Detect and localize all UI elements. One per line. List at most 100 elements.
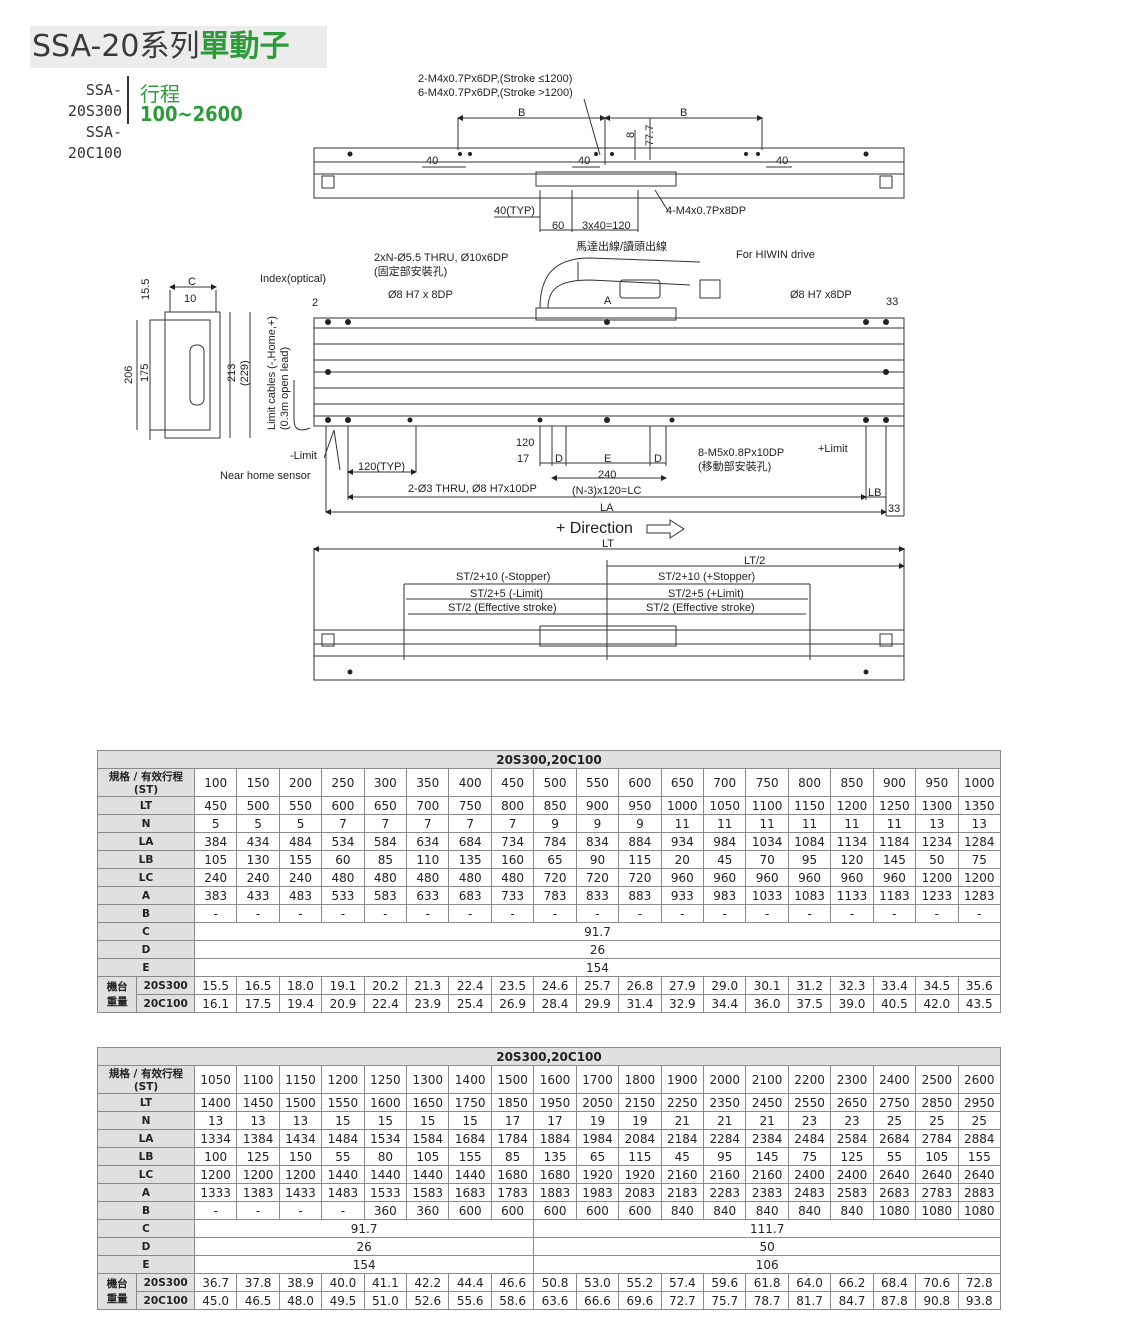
weight-value: 75.7 [703, 1291, 747, 1310]
cell-value: 600 [575, 1201, 620, 1220]
cell-value: 960 [830, 868, 874, 887]
row-label: E [97, 1255, 195, 1274]
cell-value: 600 [448, 1201, 492, 1220]
weight-value: 20.9 [321, 994, 365, 1013]
cell-value: 135 [533, 1147, 577, 1166]
cell-value: 1440 [406, 1165, 450, 1184]
cell-value: 934 [660, 832, 705, 851]
cell-value: 1233 [915, 886, 959, 905]
cell-value: 1784 [490, 1129, 535, 1148]
row-label: E [97, 958, 195, 977]
cell-value: 145 [745, 1147, 789, 1166]
cell-value: 633 [406, 886, 450, 905]
weight-value: 19.4 [278, 994, 323, 1013]
cell-value: 155 [278, 850, 323, 869]
row-label: A [97, 1183, 195, 1202]
table-caption: 20S300,20C100 [97, 1047, 1001, 1066]
dim-b-left: B [518, 107, 525, 119]
dim-b-right: B [680, 107, 687, 119]
cell-value: 15 [448, 1111, 492, 1130]
cell-value: 480 [448, 868, 492, 887]
cell-value: 1200 [915, 868, 959, 887]
minus-limit: -Limit [290, 450, 317, 462]
weight-value: 66.2 [830, 1273, 874, 1292]
cell-value: 90 [575, 850, 620, 869]
page-title: SSA-20系列單動子 [30, 26, 327, 68]
cell-value: 1483 [321, 1183, 365, 1202]
weight-value: 48.0 [278, 1291, 323, 1310]
row-label: A [97, 886, 195, 905]
dim-120-typ: 120(TYP) [358, 461, 405, 473]
merged-cell-value: 91.7 [193, 922, 1002, 941]
weight-value: 59.6 [703, 1273, 747, 1292]
weight-value: 37.8 [236, 1273, 280, 1292]
weight-value: 22.4 [363, 994, 408, 1013]
cell-value: - [193, 1201, 238, 1220]
cell-value: 450 [193, 796, 238, 815]
weight-value: 72.7 [660, 1291, 705, 1310]
cell-value: 1150 [787, 796, 832, 815]
cell-value: 5 [278, 814, 323, 833]
cell-value: 1200 [193, 1165, 238, 1184]
weight-value: 23.9 [406, 994, 450, 1013]
cell-value: 21 [745, 1111, 789, 1130]
cell-value: 434 [236, 832, 280, 851]
st-value: 900 [872, 768, 917, 797]
cell-value: 1680 [490, 1165, 535, 1184]
cell-value: - [363, 904, 408, 923]
n3-lc-note: (N-3)x120=LC [572, 485, 641, 497]
cell-value: 23 [787, 1111, 832, 1130]
st-value: 750 [745, 768, 789, 797]
weight-value: 45.0 [193, 1291, 238, 1310]
cell-value: 650 [363, 796, 408, 815]
cell-value: 480 [321, 868, 365, 887]
weight-value: 17.5 [236, 994, 280, 1013]
cell-value: 1680 [533, 1165, 577, 1184]
model-list: SSA-20S300 SSA-20C100 [36, 80, 122, 164]
cell-value: 1000 [660, 796, 705, 815]
dim-10: 10 [184, 293, 196, 305]
weight-value: 38.9 [278, 1273, 323, 1292]
cell-value: 1950 [533, 1093, 577, 1112]
cell-value: 55 [321, 1147, 365, 1166]
weight-value: 66.6 [575, 1291, 620, 1310]
h7-left-note: Ø8 H7 x 8DP [388, 289, 453, 301]
hiwin-drive-note: For HIWIN drive [736, 249, 815, 261]
st-effective-right: ST/2 (Effective stroke) [646, 602, 755, 614]
cell-value: 480 [363, 868, 408, 887]
weight-value: 20.2 [363, 976, 408, 995]
row-label: LA [97, 1129, 195, 1148]
technical-drawing: 2-M4x0.7Px6DP,(Stroke ≤1200) 6-M4x0.7Px6… [123, 73, 905, 681]
weight-value: 18.0 [278, 976, 323, 995]
cell-value: 1284 [957, 832, 1002, 851]
cell-value: - [236, 904, 280, 923]
cell-value: 1383 [236, 1183, 280, 1202]
cell-value: - [406, 904, 450, 923]
st-header-label: 規格 / 有效行程 (ST) [97, 1065, 195, 1094]
cell-value: 1583 [406, 1183, 450, 1202]
cell-value: 1434 [278, 1129, 323, 1148]
cell-value: 21 [660, 1111, 705, 1130]
weight-value: 81.7 [787, 1291, 832, 1310]
cell-value: 1134 [830, 832, 874, 851]
cell-value: 11 [745, 814, 789, 833]
cell-value: - [193, 904, 238, 923]
weight-model-label: 20S300 [136, 1273, 195, 1292]
weight-value: 90.8 [915, 1291, 959, 1310]
cell-value: - [660, 904, 705, 923]
dim-206: 206 [123, 366, 135, 384]
cell-value: - [321, 904, 365, 923]
merged-cell-value: 26 [193, 940, 1002, 959]
weight-value: 44.4 [448, 1273, 492, 1292]
cell-value: 2883 [957, 1183, 1002, 1202]
cell-value: 634 [406, 832, 450, 851]
cell-value: 480 [406, 868, 450, 887]
weight-value: 19.1 [321, 976, 365, 995]
cell-value: 600 [321, 796, 365, 815]
weight-value: 31.2 [787, 976, 832, 995]
st-value: 2400 [872, 1065, 917, 1094]
cell-value: 2184 [660, 1129, 705, 1148]
